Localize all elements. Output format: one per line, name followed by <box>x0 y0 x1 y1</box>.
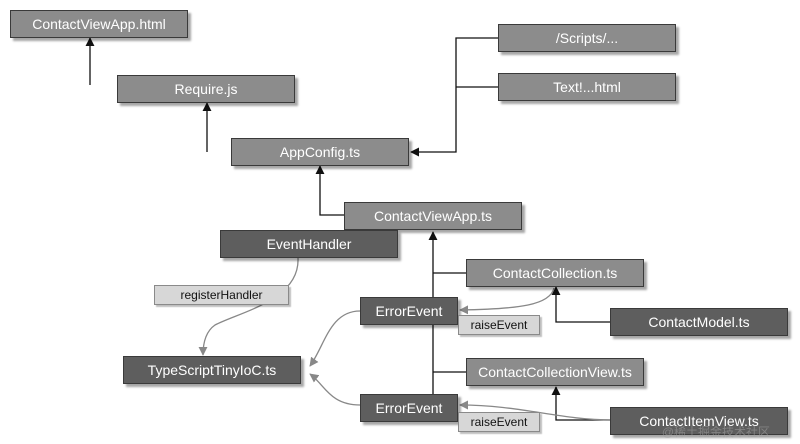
edge-model-to-collection <box>551 286 610 323</box>
node-require-js: Require.js <box>117 75 295 103</box>
edge-errorevent1-to-ioc <box>309 310 361 367</box>
node-typescript-tiny-ioc: TypeScriptTinyIoC.ts <box>123 356 301 384</box>
node-error-event-1: ErrorEvent <box>360 297 458 325</box>
node-event-handler: EventHandler <box>220 230 398 258</box>
node-contact-item-view: ContactItemView.ts <box>610 407 788 435</box>
edge-errorevent2-to-ioc <box>309 373 361 406</box>
edge-collection-raises-error <box>459 287 555 315</box>
node-contact-collection: ContactCollection.ts <box>466 259 644 287</box>
node-contact-view-app-ts: ContactViewApp.ts <box>344 202 522 230</box>
edge-registerhandler <box>198 257 299 356</box>
node-text-html: Text!...html <box>498 73 676 101</box>
watermark: @稀土掘金技术社区 <box>661 425 770 439</box>
label-raise-event-2: raiseEvent <box>458 412 540 432</box>
edge-contactviewapp-to-appconfig <box>315 165 344 216</box>
node-scripts: /Scripts/... <box>498 24 676 52</box>
label-register-handler: registerHandler <box>154 285 289 305</box>
label-raise-event-1: raiseEvent <box>458 315 540 335</box>
edge-itemview-to-collectionview <box>551 386 610 421</box>
edge-scripts-to-appconfig <box>410 37 498 157</box>
node-app-config: AppConfig.ts <box>231 138 409 166</box>
node-contact-view-app-html: ContactViewApp.html <box>10 10 188 38</box>
node-contact-collection-view: ContactCollectionView.ts <box>466 358 644 386</box>
node-error-event-2: ErrorEvent <box>360 394 458 422</box>
node-contact-model: ContactModel.ts <box>610 308 788 336</box>
